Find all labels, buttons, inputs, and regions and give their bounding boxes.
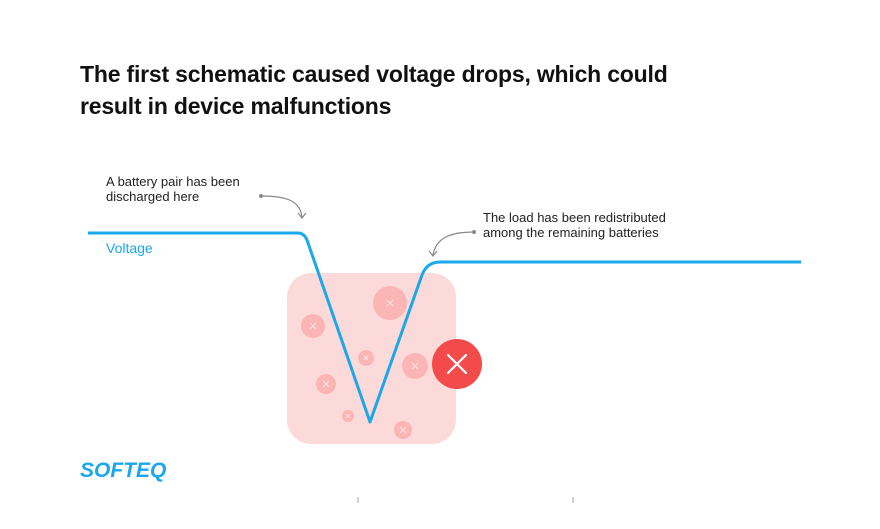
error-x-icon bbox=[432, 339, 482, 389]
annotation-redistributed: The load has been redistributed among th… bbox=[483, 210, 666, 240]
annotation-discharge: A battery pair has been discharged here bbox=[106, 174, 240, 204]
small-x-icon bbox=[309, 299, 419, 434]
arrow-1 bbox=[260, 195, 303, 218]
voltage-label: Voltage bbox=[106, 240, 153, 256]
voltage-line bbox=[88, 231, 801, 424]
annotation-line: discharged here bbox=[106, 189, 200, 204]
title-line-1: The first schematic caused voltage drops… bbox=[80, 61, 668, 87]
title-line-2: result in device malfunctions bbox=[80, 93, 392, 119]
annotation-arrows bbox=[260, 195, 475, 257]
softeq-logo: SOFTEQ bbox=[80, 459, 167, 482]
annotation-line: among the remaining batteries bbox=[483, 225, 659, 240]
diagram-title: The first schematic caused voltage drops… bbox=[80, 58, 668, 122]
arrow-2 bbox=[432, 231, 475, 256]
axis-ticks bbox=[357, 497, 574, 503]
annotation-line: A battery pair has been bbox=[106, 174, 240, 189]
annotation-line: The load has been redistributed bbox=[483, 210, 666, 225]
